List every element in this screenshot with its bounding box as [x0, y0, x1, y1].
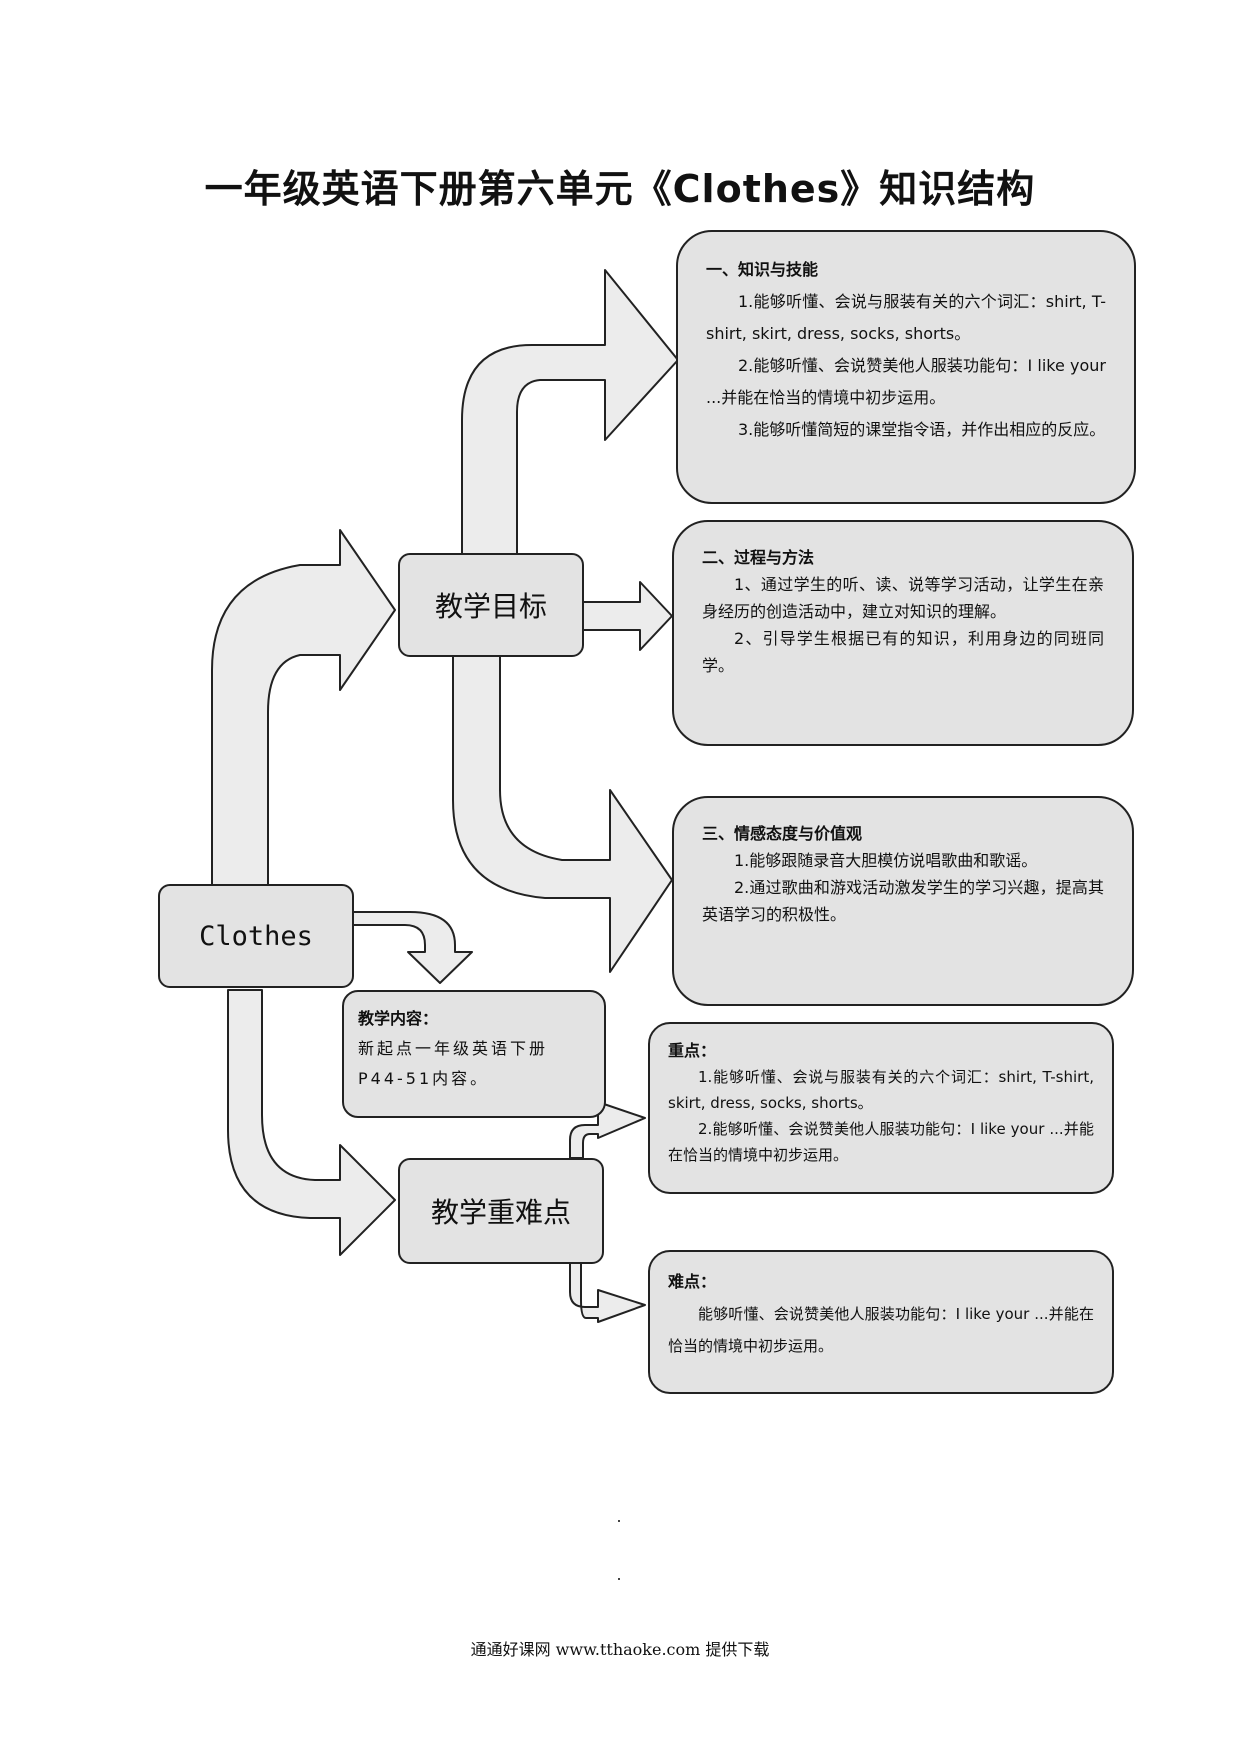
arrow-clothes-to-objectives: [211, 529, 396, 891]
difficult-points-heading: 难点：: [668, 1272, 717, 1291]
knowledge-skills-item: 1.能够听懂、会说与服装有关的六个词汇：shirt, T-shirt, skir…: [706, 292, 1106, 343]
knowledge-skills-heading: 一、知识与技能: [706, 260, 819, 279]
teaching-content-text: 新起点一年级英语下册P44-51内容。: [358, 1039, 549, 1088]
footer-credit: 通通好课网 www.tthaoke.com 提供下载: [470, 1640, 770, 1659]
key-points-heading: 重点：: [668, 1041, 717, 1060]
teaching-content-heading: 教学内容：: [358, 1009, 439, 1028]
emotion-values-heading: 三、情感态度与价值观: [702, 824, 863, 843]
knowledge-skills-item: 2.能够听懂、会说赞美他人服装功能句：I like your ...并能在恰当的…: [706, 356, 1106, 407]
arrow-objectives-to-knowledge: [461, 269, 679, 556]
teaching-content-box: 教学内容： 新起点一年级英语下册P44-51内容。: [342, 990, 606, 1118]
difficult-points-box: 难点： 能够听懂、会说赞美他人服装功能句：I like your ...并能在恰…: [648, 1250, 1114, 1394]
arrow-clothes-to-content: [352, 911, 473, 984]
node-key-difficult-points: 教学重难点: [398, 1158, 604, 1264]
arrow-to-difficult-points: [569, 1261, 646, 1323]
knowledge-skills-box: 一、知识与技能 1.能够听懂、会说与服装有关的六个词汇：shirt, T-shi…: [676, 230, 1136, 504]
key-points-box: 重点： 1.能够听懂、会说与服装有关的六个词汇：shirt, T-shirt, …: [648, 1022, 1114, 1194]
process-methods-item: 2、引导学生根据已有的知识，利用身边的同班同学。: [702, 629, 1104, 675]
arrow-objectives-to-emotion: [452, 654, 673, 973]
emotion-values-box: 三、情感态度与价值观 1.能够跟随录音大胆模仿说唱歌曲和歌谣。 2.通过歌曲和游…: [672, 796, 1134, 1006]
arrow-to-key-points: [569, 1101, 646, 1159]
page-title: 一年级英语下册第六单元《Clothes》知识结构: [204, 167, 1036, 211]
process-methods-box: 二、过程与方法 1、通过学生的听、读、说等学习活动，让学生在亲身经历的创造活动中…: [672, 520, 1134, 746]
node-clothes: Clothes: [158, 884, 354, 988]
stray-dot: [618, 1578, 620, 1580]
arrow-objectives-to-process: [581, 581, 673, 651]
emotion-values-item: 1.能够跟随录音大胆模仿说唱歌曲和歌谣。: [734, 851, 1038, 870]
knowledge-skills-item: 3.能够听懂简短的课堂指令语，并作出相应的反应。: [738, 420, 1106, 439]
node-teaching-objectives: 教学目标: [398, 553, 584, 657]
key-points-item: 1.能够听懂、会说与服装有关的六个词汇：shirt, T-shirt, skir…: [668, 1068, 1094, 1112]
stray-dot: [618, 1520, 620, 1522]
key-points-item: 2.能够听懂、会说赞美他人服装功能句：I like your ...并能在恰当的…: [668, 1120, 1094, 1164]
arrow-clothes-to-keydifficult: [227, 989, 396, 1256]
difficult-points-item: 能够听懂、会说赞美他人服装功能句：I like your ...并能在恰当的情境…: [668, 1305, 1094, 1355]
process-methods-item: 1、通过学生的听、读、说等学习活动，让学生在亲身经历的创造活动中，建立对知识的理…: [702, 575, 1104, 621]
emotion-values-item: 2.通过歌曲和游戏活动激发学生的学习兴趣，提高其英语学习的积极性。: [702, 878, 1104, 924]
process-methods-heading: 二、过程与方法: [702, 548, 815, 567]
